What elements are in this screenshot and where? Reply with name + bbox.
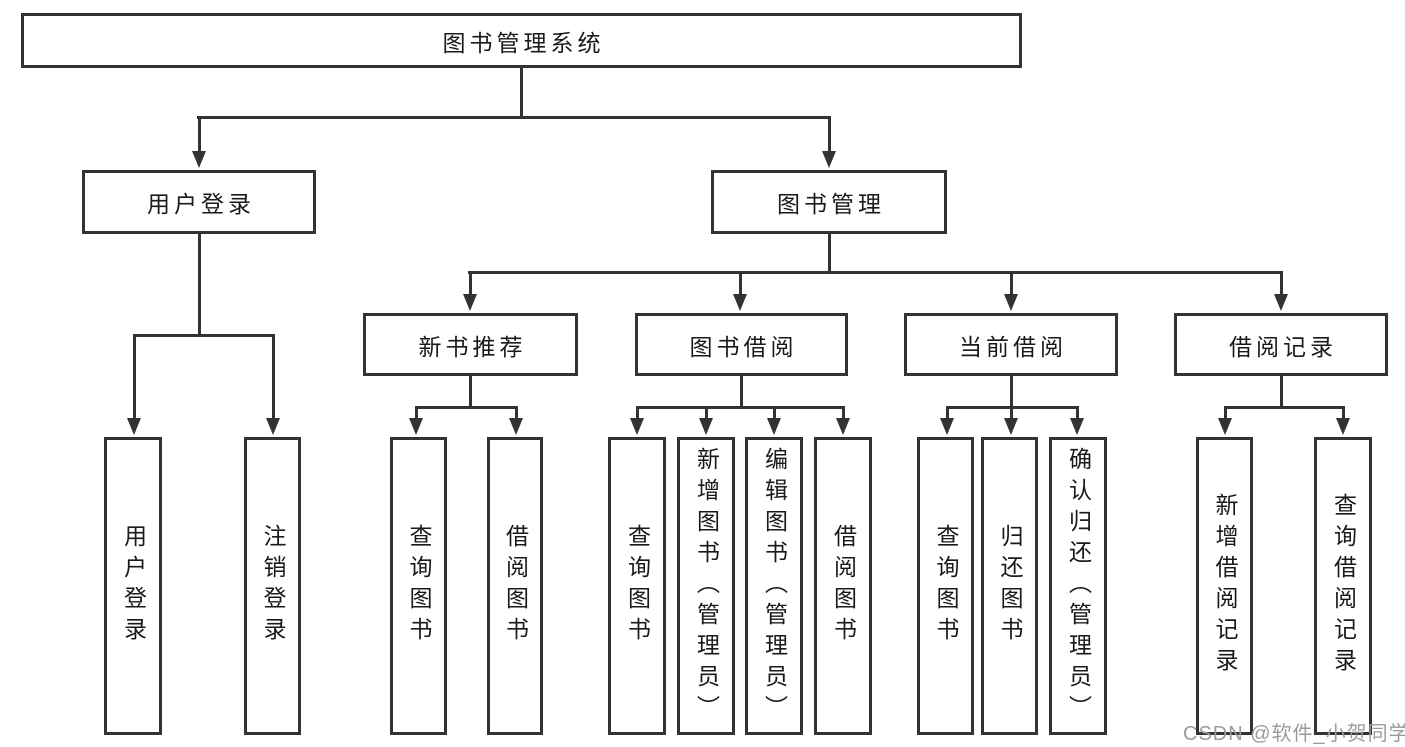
leaf-query-books-3-label: 查询图书 [933, 524, 959, 648]
leaf-add-book-admin-label: 新增图书（管理员） [693, 446, 720, 726]
leaf-query-books-1: 查询图书 [390, 437, 447, 735]
arrowhead-icon [192, 151, 206, 168]
leaf-query-books-2: 查询图书 [608, 437, 666, 735]
leaf-return-books: 归还图书 [981, 437, 1038, 735]
leaf-add-borrow-record: 新增借阅记录 [1196, 437, 1253, 735]
connector-hline [468, 271, 1283, 274]
leaf-edit-book-admin-label: 编辑图书（管理员） [761, 446, 788, 726]
leaf-logout-login-label: 注销登录 [260, 524, 286, 648]
node-user-login-label: 用户登录 [147, 191, 255, 217]
arrowhead-icon [630, 418, 644, 435]
connector-hline [1224, 406, 1345, 409]
arrowhead-icon [1070, 418, 1084, 435]
arrow-stem [636, 407, 639, 422]
arrowhead-icon [463, 294, 477, 311]
arrow-stem [842, 407, 845, 422]
arrowhead-icon [1218, 418, 1232, 435]
arrow-stem [773, 407, 776, 422]
node-library-system-label: 图书管理系统 [442, 29, 605, 56]
arrowhead-icon [266, 418, 280, 435]
leaf-borrow-books-1-label: 借阅图书 [502, 524, 529, 648]
arrowhead-icon [733, 294, 747, 311]
connector-vline [828, 234, 831, 274]
arrow-stem [946, 407, 949, 422]
node-user-login: 用户登录 [82, 170, 316, 234]
arrow-stem [198, 117, 201, 155]
node-book-management-label: 图书管理 [777, 191, 885, 217]
node-current-borrowing: 当前借阅 [904, 313, 1118, 376]
arrow-stem [272, 335, 275, 422]
node-borrowing-records: 借阅记录 [1174, 313, 1388, 376]
node-book-borrowing: 图书借阅 [635, 313, 848, 376]
leaf-return-books-label: 归还图书 [997, 524, 1023, 648]
arrowhead-icon [409, 418, 423, 435]
connector-vline [1280, 376, 1283, 408]
arrow-stem [739, 272, 742, 298]
leaf-borrow-books-1: 借阅图书 [487, 437, 543, 735]
arrow-stem [1280, 272, 1283, 298]
arrowhead-icon [940, 418, 954, 435]
connector-vline [198, 234, 201, 336]
arrowhead-icon [1004, 418, 1018, 435]
arrow-stem [1076, 407, 1079, 422]
arrow-stem [469, 272, 472, 298]
watermark: CSDN @软件_小贺同学 [1183, 723, 1405, 745]
arrow-stem [1342, 407, 1345, 422]
connector-hline [133, 334, 275, 337]
node-new-book-recommend: 新书推荐 [363, 313, 578, 376]
connector-hline [415, 406, 518, 409]
arrowhead-icon [1004, 294, 1018, 311]
arrow-stem [1010, 272, 1013, 298]
arrowhead-icon [836, 418, 850, 435]
node-book-borrowing-label: 图书借阅 [689, 333, 798, 360]
leaf-user-login-label: 用户登录 [120, 524, 147, 648]
arrowhead-icon [699, 418, 713, 435]
leaf-query-borrow-record: 查询借阅记录 [1314, 437, 1372, 735]
leaf-add-book-admin: 新增图书（管理员） [677, 437, 735, 735]
node-borrowing-records-label: 借阅记录 [1229, 333, 1337, 360]
leaf-query-books-1-label: 查询图书 [406, 524, 432, 648]
arrow-stem [133, 335, 136, 422]
leaf-borrow-books-2: 借阅图书 [814, 437, 872, 735]
leaf-logout-login: 注销登录 [244, 437, 301, 735]
connector-vline [520, 68, 523, 118]
leaf-edit-book-admin: 编辑图书（管理员） [745, 437, 803, 735]
leaf-confirm-return-admin-label: 确认归还（管理员） [1065, 446, 1092, 726]
connector-hline [197, 116, 831, 119]
leaf-query-borrow-record-label: 查询借阅记录 [1330, 493, 1357, 679]
arrowhead-icon [509, 418, 523, 435]
arrowhead-icon [822, 151, 836, 168]
node-new-book-recommend-label: 新书推荐 [418, 333, 527, 360]
arrow-stem [1010, 407, 1013, 422]
arrow-stem [515, 407, 518, 422]
arrowhead-icon [1274, 294, 1288, 311]
arrow-stem [1224, 407, 1227, 422]
leaf-confirm-return-admin: 确认归还（管理员） [1049, 437, 1107, 735]
arrow-stem [415, 407, 418, 422]
node-book-management: 图书管理 [711, 170, 947, 234]
arrow-stem [705, 407, 708, 422]
connector-vline [1010, 376, 1013, 408]
arrowhead-icon [767, 418, 781, 435]
leaf-borrow-books-2-label: 借阅图书 [830, 524, 857, 648]
leaf-add-borrow-record-label: 新增借阅记录 [1212, 493, 1238, 679]
connector-vline [740, 376, 743, 408]
arrowhead-icon [127, 418, 141, 435]
leaf-query-books-3: 查询图书 [917, 437, 974, 735]
connector-hline [636, 406, 845, 409]
arrowhead-icon [1336, 418, 1350, 435]
arrow-stem [828, 117, 831, 155]
leaf-user-login: 用户登录 [104, 437, 162, 735]
node-current-borrowing-label: 当前借阅 [959, 333, 1067, 360]
leaf-query-books-2-label: 查询图书 [624, 524, 651, 648]
node-library-system: 图书管理系统 [21, 13, 1022, 68]
connector-vline [469, 376, 472, 408]
